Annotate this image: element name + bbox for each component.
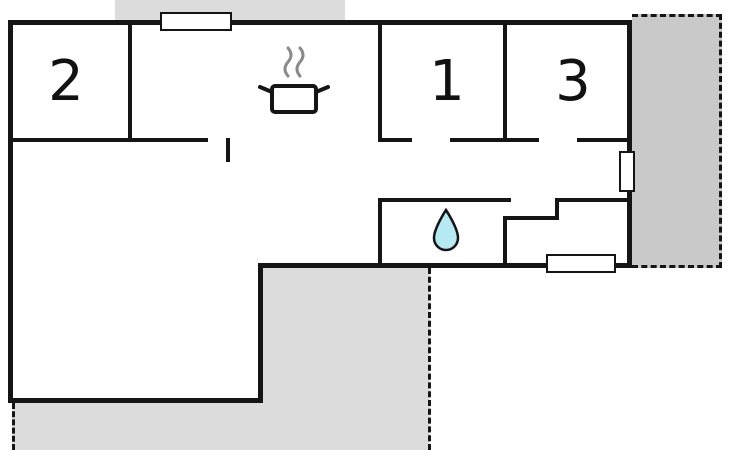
wall-exterior-bottom-left — [8, 398, 263, 403]
terrace-bottom-dashed-edge-left — [12, 403, 15, 450]
wall-room3-bottom-a — [503, 138, 539, 142]
wall-rooms-left — [378, 20, 382, 142]
room-2-label: 2 — [48, 49, 84, 114]
room-3-label: 3 — [555, 49, 591, 114]
wall-bathroom-top — [378, 198, 511, 202]
steam-line-right — [295, 46, 305, 78]
terrace-bottom-lower — [12, 403, 430, 450]
wall-exterior-right — [627, 20, 632, 268]
steam-line-left — [283, 46, 293, 78]
wall-exterior-left — [8, 20, 13, 403]
wall-rooms-divider — [503, 20, 507, 142]
wall-room1-bottom-b — [450, 138, 507, 142]
wall-exterior-top — [8, 20, 632, 25]
wall-exterior-bottom-mid — [258, 263, 632, 268]
wall-entry-step-vertical — [555, 198, 559, 220]
pot-body — [270, 84, 318, 114]
wall-door-stub — [226, 138, 230, 162]
water-drop-icon — [432, 207, 460, 252]
wall-room2-right — [128, 20, 132, 142]
window-top — [160, 12, 232, 31]
wall-room3-bottom-b — [577, 138, 632, 142]
wall-exterior-step — [258, 263, 263, 403]
water-drop-shape — [432, 207, 460, 252]
wall-entry-step-low — [503, 216, 559, 220]
wall-entry-top — [555, 198, 632, 202]
wall-bathroom-left — [378, 198, 382, 267]
wall-bathroom-right — [503, 216, 507, 267]
room-1-label: 1 — [429, 49, 465, 114]
window-right — [619, 151, 635, 192]
terrace-bottom-dashed-edge-right — [428, 268, 431, 450]
terrace-right — [632, 14, 722, 268]
window-bottom — [546, 254, 616, 273]
wall-room1-bottom-a — [378, 138, 412, 142]
stove-pot-with-steam-icon — [258, 46, 330, 114]
wall-living-top — [8, 138, 208, 142]
